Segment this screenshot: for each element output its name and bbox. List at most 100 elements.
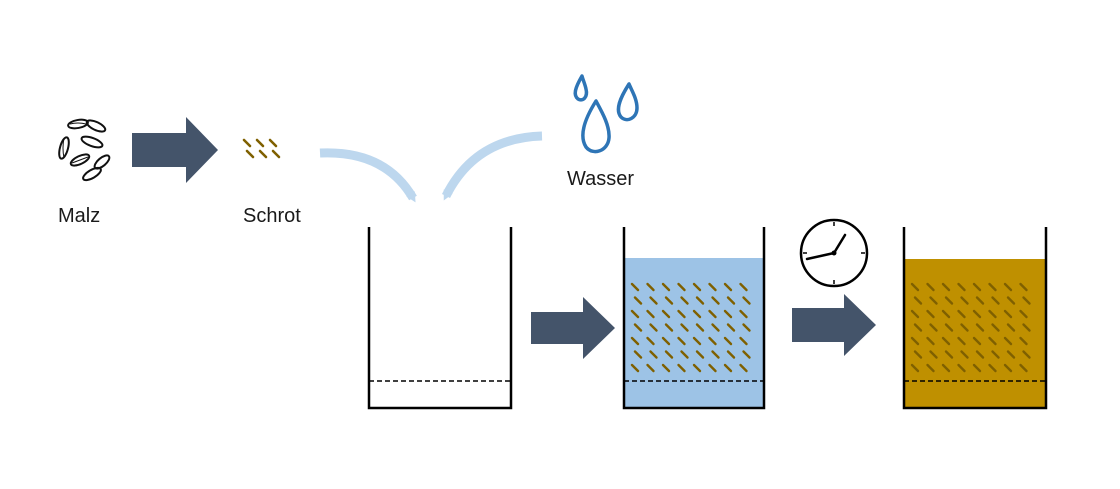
grist-particle: [991, 323, 1000, 332]
grist-particle: [630, 309, 640, 319]
grist-particle: [649, 350, 658, 359]
mash-tun-with-water: [622, 227, 766, 410]
grist-particle: [664, 296, 674, 305]
grist-particle: [991, 296, 1000, 305]
grist-particle: [944, 323, 954, 332]
grist-particle: [695, 296, 705, 305]
grist-particle: [692, 363, 702, 373]
grist-particle: [739, 309, 748, 319]
grist-particle: [1003, 336, 1013, 346]
grist-particle: [926, 309, 935, 319]
grist-particle: [677, 363, 686, 373]
grist-particle: [723, 282, 733, 292]
grist-icon: [242, 138, 281, 159]
grist-particle: [708, 309, 717, 319]
grist-particle: [926, 282, 935, 292]
grist-particle: [972, 363, 982, 373]
grist-particle: [941, 282, 951, 292]
grist-particle: [646, 282, 655, 292]
grist-particle: [929, 350, 938, 359]
grist-particle: [633, 323, 643, 332]
grist-particle: [742, 296, 751, 305]
grist-particle: [1003, 363, 1013, 373]
grist-particle: [957, 309, 966, 319]
grist-particle: [960, 350, 969, 359]
grist-label: Schrot: [243, 205, 301, 227]
grist-particle: [941, 309, 951, 319]
grist-particle: [680, 350, 689, 359]
grist-particle: [664, 323, 674, 332]
grist-particle: [1006, 323, 1016, 332]
grist-particle: [646, 309, 655, 319]
grist-particle: [723, 309, 733, 319]
grist-particle: [929, 296, 938, 305]
grist-particle: [1022, 296, 1031, 305]
grist-particle: [1003, 309, 1013, 319]
grist-particle: [1019, 363, 1028, 373]
arrow-tun-to-mash: [531, 297, 615, 359]
grist-particle: [723, 336, 733, 346]
grist-particle: [929, 323, 938, 332]
grist-particle: [711, 350, 720, 359]
grist-particle: [975, 350, 985, 359]
grist-particle: [633, 350, 643, 359]
grist-particle: [630, 282, 640, 292]
grist-particle: [988, 363, 997, 373]
grist-particle: [692, 309, 702, 319]
grist-particle: [1006, 296, 1016, 305]
grist-particle: [1022, 350, 1031, 359]
grist-particle: [680, 323, 689, 332]
water-drops-icon: [573, 74, 639, 154]
grist-particle: [988, 309, 997, 319]
grist-particle: [960, 296, 969, 305]
grist-particle: [633, 296, 643, 305]
grist-particle: [944, 350, 954, 359]
grist-particle: [910, 363, 920, 373]
grist-particle: [739, 282, 748, 292]
grist-particle: [960, 323, 969, 332]
malt-grains-icon: [58, 118, 111, 182]
grist-particle: [680, 296, 689, 305]
empty-mash-tun: [367, 227, 513, 410]
grist-particle: [972, 336, 982, 346]
grist-particle: [646, 336, 655, 346]
malt-label: Malz: [58, 205, 101, 227]
grist-particle: [988, 336, 997, 346]
grist-particle: [742, 323, 751, 332]
grist-particle: [708, 363, 717, 373]
clock-icon: [799, 218, 869, 288]
grist-particle: [1006, 350, 1016, 359]
grist-particle: [661, 363, 671, 373]
grist-particle: [661, 309, 671, 319]
grist-particle: [742, 350, 751, 359]
grist-particle: [957, 336, 966, 346]
grist-particle: [972, 309, 982, 319]
flow-arrow-water-to-tun: [441, 131, 543, 201]
grist-particle: [726, 296, 736, 305]
arrow-malt-to-grist: [132, 117, 218, 183]
grist-particle: [677, 282, 686, 292]
grist-particle: [649, 323, 658, 332]
grist-particle: [1019, 282, 1028, 292]
grist-particle: [913, 350, 923, 359]
grist-particle: [692, 336, 702, 346]
grist-particle: [944, 296, 954, 305]
grist-particle: [957, 282, 966, 292]
grist-particle: [708, 336, 717, 346]
grist-particle: [711, 296, 720, 305]
grist-particle: [1019, 309, 1028, 319]
grist-particles-in-wort: [910, 282, 1031, 373]
grist-particle: [646, 363, 655, 373]
grist-particle: [692, 282, 702, 292]
grist-particle: [1019, 336, 1028, 346]
grist-particle: [661, 282, 671, 292]
grist-particle: [941, 363, 951, 373]
water-label: Wasser: [567, 168, 635, 190]
grist-particle: [739, 363, 748, 373]
grist-particle: [630, 336, 640, 346]
grist-particle: [695, 350, 705, 359]
grist-particle: [695, 323, 705, 332]
grist-particle: [711, 323, 720, 332]
grist-particle: [972, 282, 982, 292]
